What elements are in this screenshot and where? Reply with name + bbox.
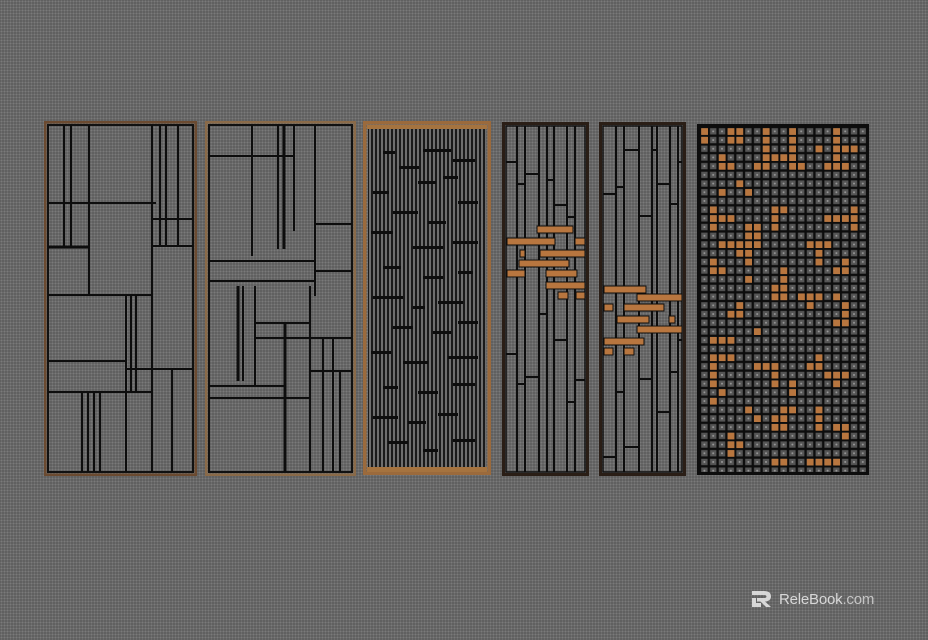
watermark-tld: .com [842,590,875,608]
panel-4-drawing [502,122,589,476]
screen-panel-3 [363,121,491,475]
relebook-logo-icon [752,591,771,607]
panel-2-drawing [205,121,356,476]
panel-3-drawing [363,121,491,475]
panel-5-drawing [599,122,686,476]
screen-panel-5 [599,122,686,476]
watermark: ReleBook.com [751,588,874,610]
screen-panel-1 [44,121,197,476]
screen-panel-2 [205,121,356,476]
watermark-text: ReleBook.com [779,591,874,608]
panel-1-drawing [44,121,197,476]
screen-panel-6 [697,124,869,475]
panel-6-drawing [697,124,869,475]
screen-panel-4 [502,122,589,476]
watermark-brand: ReleBook [779,590,843,608]
